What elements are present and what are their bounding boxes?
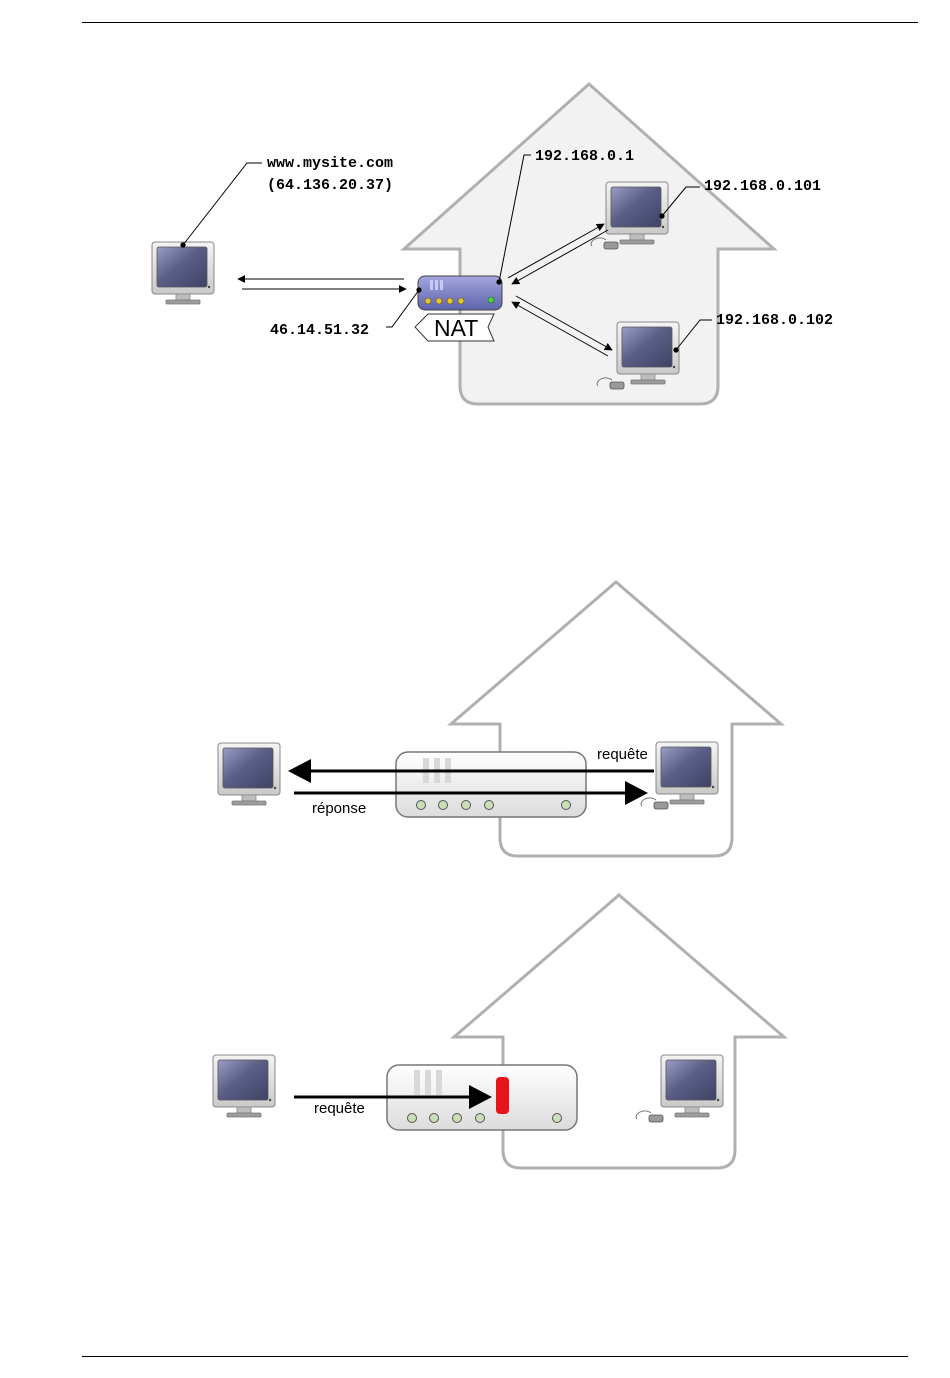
internet-monitor-3 [213, 1055, 275, 1117]
diagram-blocked-request: requête [213, 895, 784, 1168]
pc2-ip-leader-dot [673, 347, 678, 352]
lan-monitor-3 [661, 1055, 723, 1117]
internet-server-monitor [152, 242, 214, 304]
nat-router-device [418, 276, 502, 310]
lan-monitor-2 [656, 742, 718, 804]
router-lan-ip-label: 192.168.0.1 [535, 148, 634, 165]
wan-ip-leader-dot [416, 287, 421, 292]
lan-mouse-3 [636, 1111, 663, 1122]
request-arrowhead [288, 759, 311, 783]
pc2-ip-label: 192.168.0.102 [716, 312, 833, 329]
request-label-2: requête [597, 746, 648, 763]
server-leader-dot [180, 242, 185, 247]
server-ip-label: (64.136.20.37) [267, 177, 393, 194]
wan-ip-leader [386, 290, 419, 327]
home-network-house [404, 84, 774, 404]
response-label-2: réponse [312, 800, 366, 817]
server-label-leader [183, 163, 262, 245]
router-wan-ip-label: 46.14.51.32 [270, 322, 369, 339]
blocked-barrier [496, 1077, 509, 1114]
diagram-request-response: requête réponse [218, 582, 781, 856]
nat-badge-label: NAT [434, 315, 478, 341]
request-label-3: requête [314, 1100, 365, 1117]
pc1-ip-label: 192.168.0.101 [704, 178, 821, 195]
internet-monitor-2 [218, 743, 280, 805]
server-hostname-label: www.mysite.com [267, 155, 393, 172]
diagram-nat-overview: NAT www.mysite.com (64.136.20.37) 192.16… [152, 84, 833, 404]
response-arrowhead [625, 781, 648, 805]
lan-ip-leader-dot [496, 279, 501, 284]
pc1-ip-leader-dot [659, 213, 664, 218]
router-device-2 [396, 752, 586, 817]
lan-mouse-2 [641, 798, 668, 809]
